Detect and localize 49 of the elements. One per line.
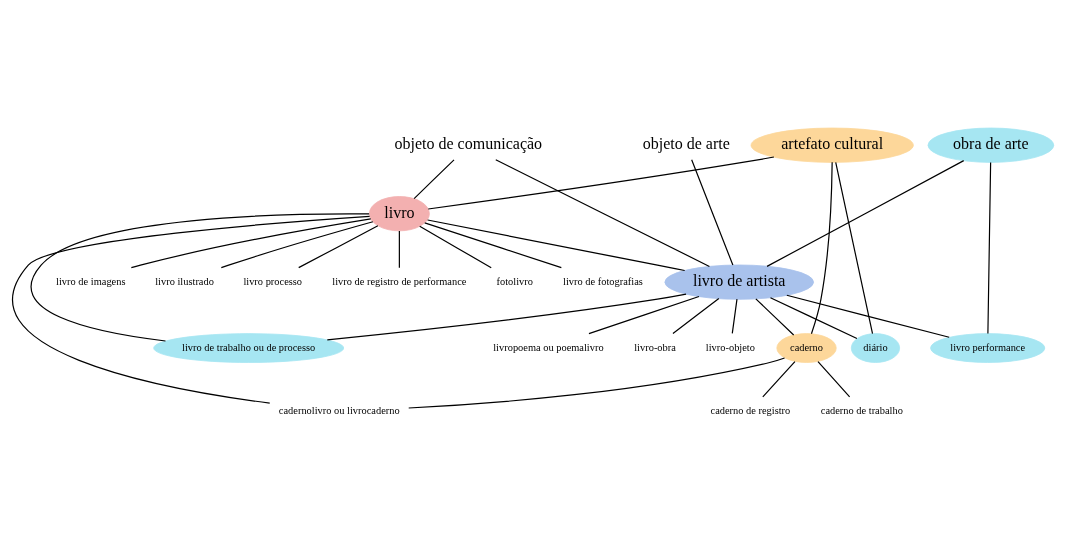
connector (755, 298, 795, 336)
node-text: livro-obra (634, 341, 676, 353)
connector (398, 230, 400, 269)
node-ellipse: obra de arte (927, 127, 1055, 163)
node-text: caderno de trabalho (820, 405, 903, 417)
connector (12, 215, 371, 404)
node-text: livro de fotografias (563, 275, 643, 287)
connector (424, 222, 562, 269)
connector (691, 159, 734, 266)
connector (427, 219, 686, 272)
node-ellipse: artefato cultural (750, 127, 914, 163)
connector (731, 298, 738, 335)
connector (220, 221, 374, 269)
node-text: livropoema ou poemalivro (493, 341, 604, 353)
connector (810, 161, 833, 335)
node-text: cadernolivro ou livrocaderno (278, 405, 400, 417)
node-text: livro ilustrado (155, 275, 214, 287)
connector (419, 225, 492, 269)
node-ellipse: caderno (776, 333, 837, 363)
connector (427, 156, 775, 210)
node-ellipse: livro performance (930, 333, 1046, 363)
node-ellipse: livro (368, 196, 430, 232)
connector (495, 159, 710, 268)
node-text: livro de imagens (56, 275, 126, 287)
node-text: objeto de comunicação (394, 135, 543, 153)
node-text: caderno de registro (710, 405, 791, 417)
connector (762, 361, 796, 398)
connector (786, 294, 950, 338)
connector (769, 297, 858, 340)
connector (326, 293, 687, 341)
connector (298, 225, 379, 269)
node-text: fotolivro (496, 275, 533, 287)
connector (408, 357, 786, 409)
node-ellipse: diário (850, 333, 901, 363)
connector (588, 295, 700, 335)
connector (766, 160, 965, 267)
node-text: livro-objeto (705, 341, 755, 353)
node-ellipse: livro de trabalho ou de processo (153, 333, 345, 363)
connector (413, 159, 455, 200)
node-text: livro de registro de performance (332, 275, 467, 287)
node-text: livro processo (243, 275, 303, 287)
connector (672, 297, 720, 335)
connector (130, 218, 372, 269)
node-ellipse: livro de artista (664, 264, 814, 300)
connector (835, 161, 874, 335)
connector (30, 213, 370, 342)
connector (817, 361, 851, 398)
node-text: objeto de arte (642, 135, 730, 153)
connector (987, 161, 992, 335)
